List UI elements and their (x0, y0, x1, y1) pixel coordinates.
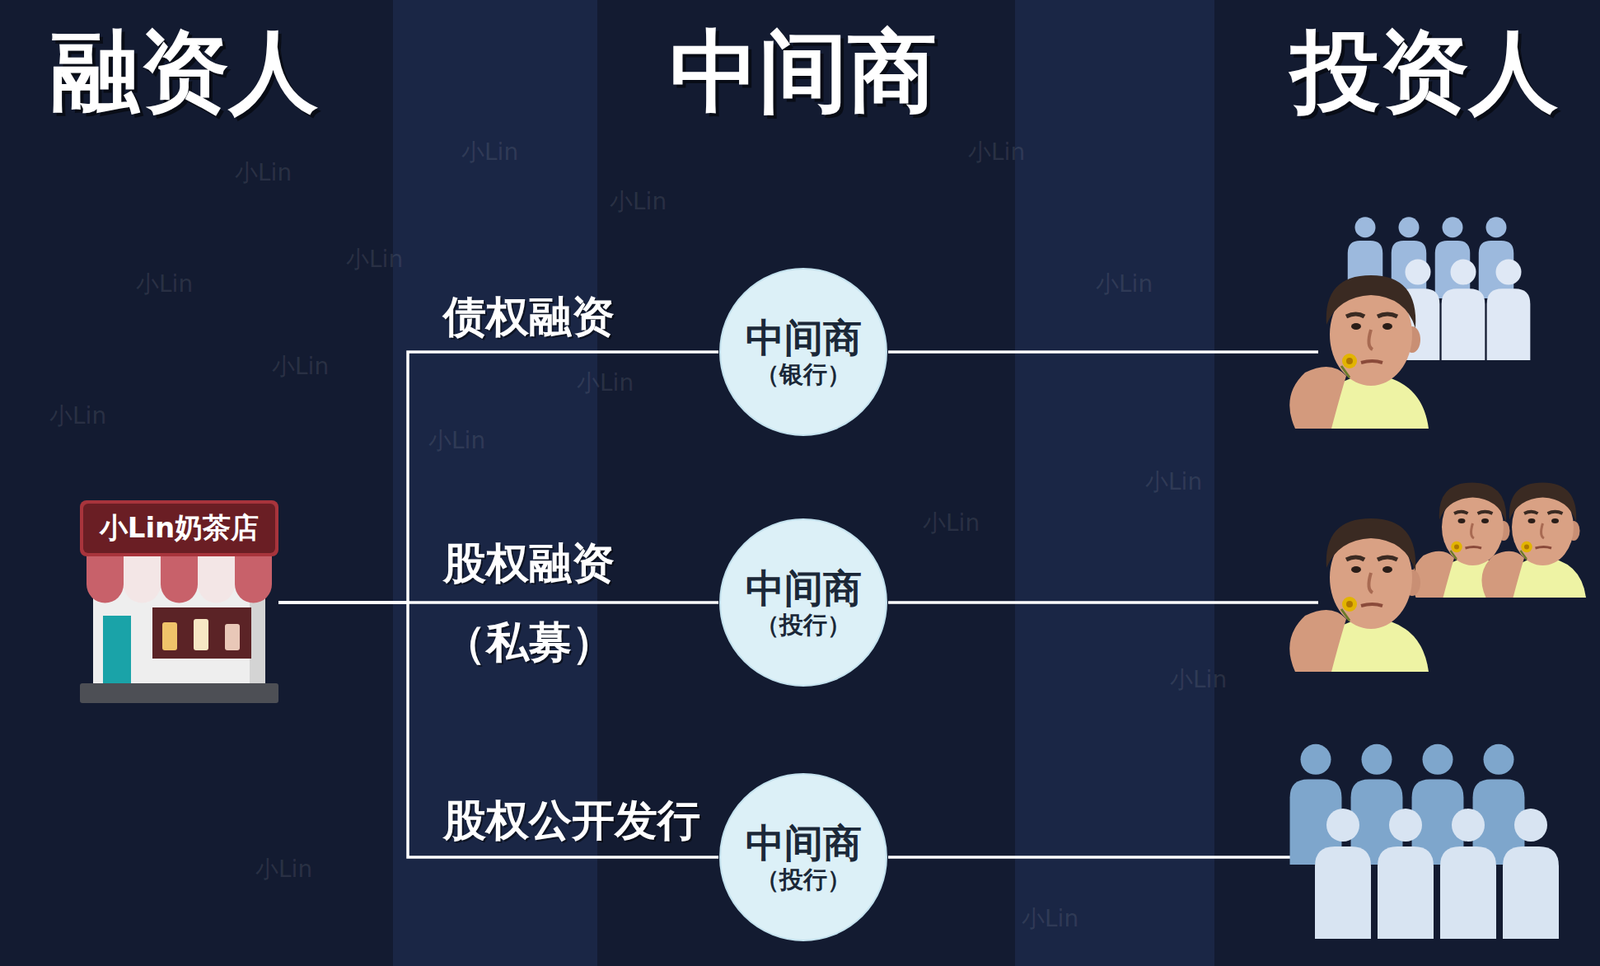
circle-text: （投行） (755, 865, 852, 894)
edge-label: 股权公开发行 (443, 794, 701, 846)
circle-text: 中间商 (745, 566, 862, 611)
circle-text: 中间商 (745, 820, 862, 866)
watermark: 小Lin (922, 510, 980, 537)
shop-sign-text: 小Lin奶茶店 (79, 500, 279, 557)
circle-fill (720, 519, 887, 686)
watermark: 小Lin (271, 354, 329, 380)
circle-fill (720, 268, 887, 436)
watermark: 小Lin (346, 247, 403, 273)
watermark: 小Lin (1021, 906, 1079, 932)
watermark: 小Lin (49, 403, 107, 430)
watermark: 小Lin (576, 370, 634, 397)
broker-circle: 中间商（投行） (718, 771, 889, 942)
column-header: 中间商 (669, 23, 937, 122)
watermark: 小Lin (609, 189, 667, 216)
watermark: 小Lin (968, 140, 1025, 166)
shop-node: 小Lin奶茶店 (79, 500, 279, 705)
watermark: 小Lin (234, 160, 292, 187)
watermark: 小Lin (461, 140, 519, 166)
edge-label: 债权融资 (443, 290, 615, 342)
watermark: 小Lin (1169, 667, 1227, 693)
circle-text: （银行） (755, 360, 852, 389)
circle-text: （投行） (755, 610, 852, 640)
circle-text: 中间商 (745, 315, 862, 361)
watermark: 小Lin (255, 856, 313, 883)
watermark: 小Lin (135, 271, 193, 298)
broker-circle: 中间商（银行） (718, 266, 889, 437)
circle-fill (720, 773, 887, 941)
edge-label: 股权融资 （私募） (443, 523, 641, 682)
column-header: 融资人 (51, 23, 319, 122)
broker-circle: 中间商（投行） (718, 517, 889, 688)
watermark: 小Lin (1095, 271, 1153, 298)
watermark: 小Lin (428, 428, 486, 454)
column-header: 投资人 (1291, 23, 1558, 122)
watermark: 小Lin (1145, 469, 1203, 496)
